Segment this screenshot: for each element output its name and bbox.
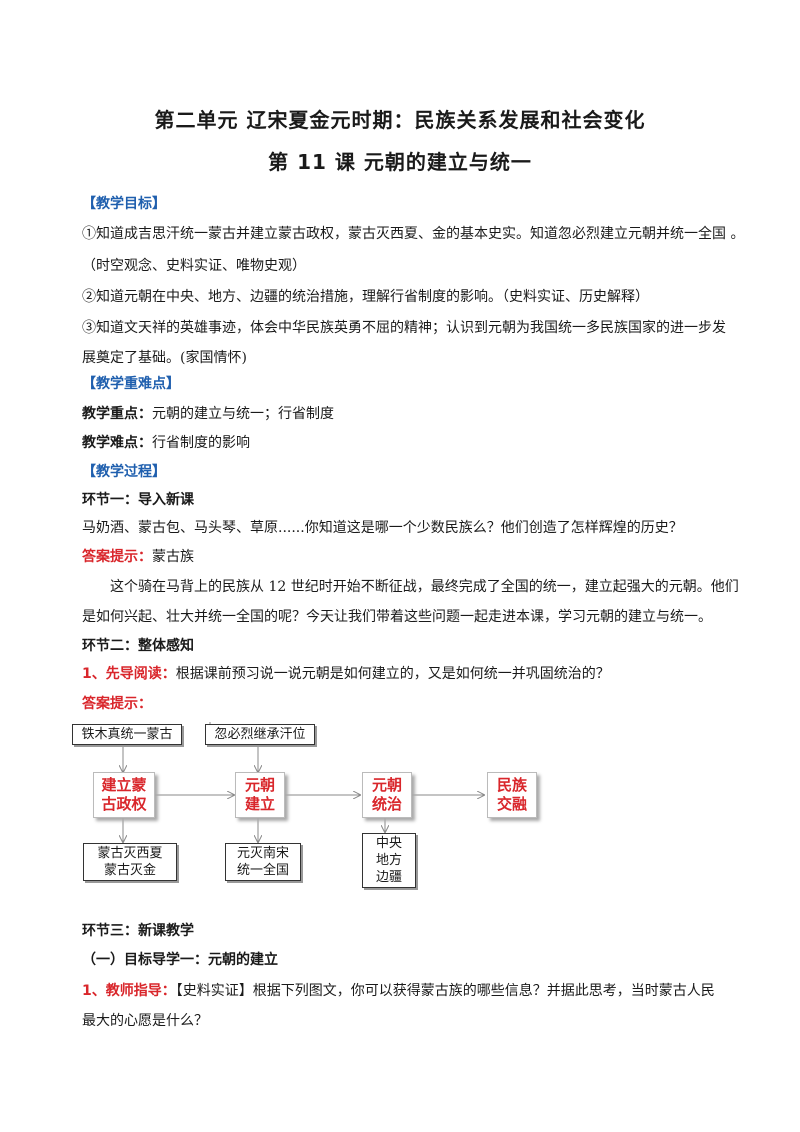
difficulty-line: 教学难点：行省制度的影响 xyxy=(82,433,250,453)
key-points-heading: 【教学重难点】 xyxy=(82,376,180,392)
answer-label: 答案提示： xyxy=(82,549,152,565)
box-central-local-border: 中央 地方 边疆 xyxy=(362,833,416,888)
box-ethnic-integration: 民族 交融 xyxy=(487,772,537,818)
box-central: 中央 xyxy=(375,836,402,851)
unit-title: 第二单元 辽宋夏金元时期：民族关系发展和社会变化 xyxy=(154,108,646,132)
objective-1-line-1: ①知道成吉思汗统一蒙古并建立蒙古政权，蒙古灭西夏、金的基本史实。知道忽必烈建立元… xyxy=(82,226,745,242)
objective-1-line-2: （时空观念、史料实证、唯物史观） xyxy=(82,258,306,274)
objective-3-line-2: 展奠定了基础。(家国情怀) xyxy=(82,350,247,366)
box-ethnic-integration-line2: 交融 xyxy=(496,795,527,813)
box-yuan-rule-line1: 元朝 xyxy=(371,776,402,794)
step2-title: 环节二：整体感知 xyxy=(82,638,194,654)
lesson-title: 第 11 课 元朝的建立与统一 xyxy=(268,150,532,174)
box-kublai-succeed: 忽必烈继承汗位 xyxy=(205,724,315,745)
objectives-heading: 【教学目标】 xyxy=(82,196,166,212)
step3-question-line-2: 最大的心愿是什么？ xyxy=(82,1013,208,1029)
step3-question-text: 【史料实证】根据下列图文，你可以获得蒙古族的哪些信息？并据此思考，当时蒙古人民 xyxy=(175,983,715,999)
box-unify-line2: 统一全国 xyxy=(236,863,289,878)
step1-answer: 蒙古族 xyxy=(152,549,194,565)
step1-question: 马奶酒、蒙古包、马头琴、草原......你知道这是哪一个少数民族么？他们创造了怎… xyxy=(82,520,683,536)
box-conquer-line2: 蒙古灭金 xyxy=(103,863,156,878)
step2-answer-label: 答案提示： xyxy=(82,696,152,712)
box-ethnic-integration-line1: 民族 xyxy=(496,776,527,794)
step3-title: 环节三：新课教学 xyxy=(82,923,194,939)
step1-title: 环节一：导入新课 xyxy=(82,492,194,508)
box-yuan-founded-line2: 建立 xyxy=(244,795,275,813)
box-temujin-unify: 铁木真统一蒙古 xyxy=(72,724,182,745)
box-conquer-line1: 蒙古灭西夏 xyxy=(97,846,163,861)
focus-label: 教学重点： xyxy=(82,406,152,422)
box-yuan-founded-line1: 元朝 xyxy=(244,776,275,794)
box-yuan-rule-line2: 统治 xyxy=(371,795,402,813)
step1-para-line-1: 这个骑在马背上的民族从 12 世纪时开始不断征战，最终完成了全国的统一，建立起强… xyxy=(110,579,739,595)
step3-question-line-1: 1、教师指导：【史料实证】根据下列图文，你可以获得蒙古族的哪些信息？并据此思考，… xyxy=(82,981,715,1001)
objective-2: ②知道元朝在中央、地方、边疆的统治措施，理解行省制度的影响。（史料实证、历史解释… xyxy=(82,289,649,305)
step3-subtitle: （一）目标导学一：元朝的建立 xyxy=(82,952,278,968)
step1-answer-line: 答案提示：蒙古族 xyxy=(82,547,194,567)
box-local: 地方 xyxy=(375,853,402,868)
focus-line: 教学重点：元朝的建立与统一；行省制度 xyxy=(82,404,334,424)
box-yuan-rule: 元朝 统治 xyxy=(362,772,412,818)
box-unify-country: 元灭南宋 统一全国 xyxy=(225,843,301,881)
step3-question-label: 1、教师指导： xyxy=(82,983,176,999)
box-mongol-regime: 建立蒙 古政权 xyxy=(93,772,155,818)
step2-question-line: 1、先导阅读：根据课前预习说一说元朝是如何建立的，又是如何统一并巩固统治的？ xyxy=(82,664,610,684)
step2-question-label: 1、先导阅读： xyxy=(82,666,176,682)
difficulty-text: 行省制度的影响 xyxy=(152,435,250,451)
process-heading: 【教学过程】 xyxy=(82,464,166,480)
difficulty-label: 教学难点： xyxy=(82,435,152,451)
box-unify-line1: 元灭南宋 xyxy=(236,846,289,861)
focus-text: 元朝的建立与统一；行省制度 xyxy=(152,406,334,422)
box-mongol-regime-line1: 建立蒙 xyxy=(101,776,147,794)
step1-para-line-2: 是如何兴起、壮大并统一全国的呢？今天让我们带着这些问题一起走进本课，学习元朝的建… xyxy=(82,609,712,625)
box-border: 边疆 xyxy=(375,870,402,885)
box-yuan-founded: 元朝 建立 xyxy=(235,772,285,818)
objective-3-line-1: ③知道文天祥的英雄事迹，体会中华民族英勇不屈的精神；认识到元朝为我国统一多民族国… xyxy=(82,320,726,336)
box-conquer-xixia-jin: 蒙古灭西夏 蒙古灭金 xyxy=(83,843,177,881)
box-mongol-regime-line2: 古政权 xyxy=(101,795,147,813)
step2-question-text: 根据课前预习说一说元朝是如何建立的，又是如何统一并巩固统治的？ xyxy=(175,666,610,682)
